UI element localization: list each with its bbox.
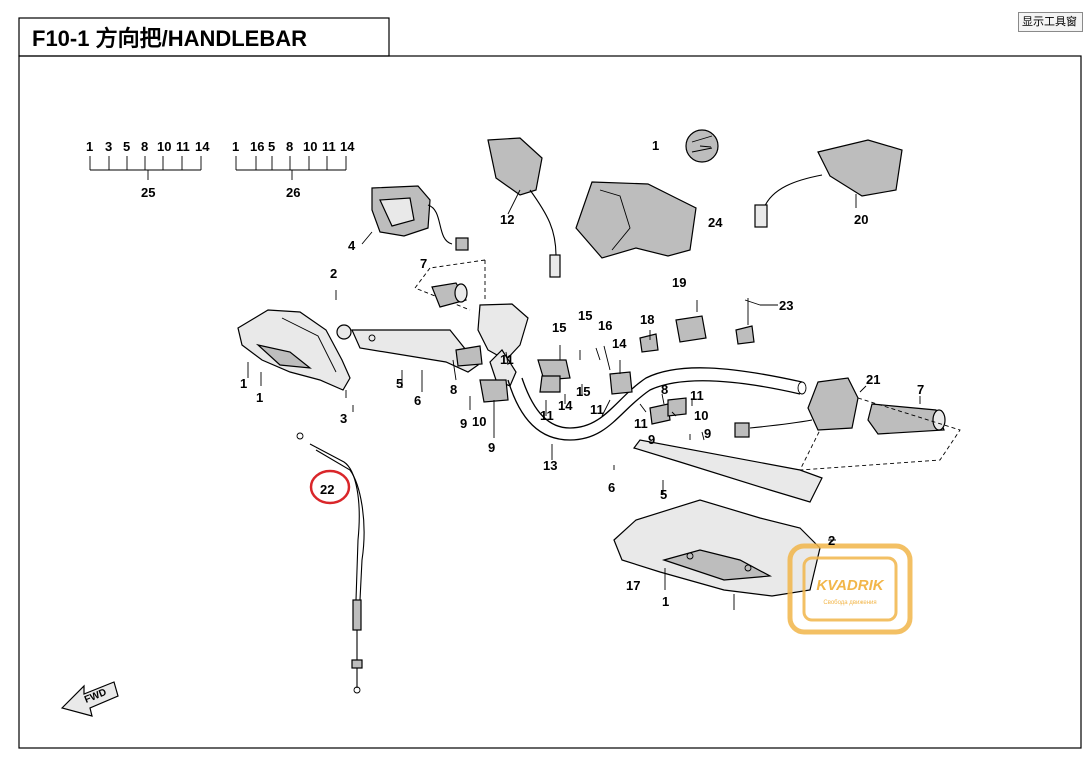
right-handguard [613, 499, 821, 597]
group-26-item: 14 [340, 139, 355, 154]
callout: 1 [662, 594, 669, 609]
callout: 1 [240, 376, 247, 391]
handlebar-tube [507, 367, 807, 441]
callout: 11 [590, 402, 604, 417]
throttle-cable [296, 432, 365, 694]
group-25-label: 25 [141, 185, 155, 200]
group-26-item: 10 [303, 139, 317, 154]
group-25-item: 8 [141, 139, 148, 154]
brake-master-cylinder [371, 185, 469, 251]
callout: 14 [612, 336, 627, 351]
callout: 8 [450, 382, 457, 397]
callout: 11 [690, 388, 704, 403]
watermark-brand: KVADRIK [816, 577, 884, 594]
group-26-label: 26 [286, 185, 300, 200]
callout: 16 [598, 318, 612, 333]
callout: 11 [540, 408, 554, 423]
callout: 6 [608, 480, 615, 495]
callout: 7 [917, 382, 924, 397]
diagram-title: F10-1 方向把/HANDLEBAR [32, 26, 307, 51]
callout: 19 [672, 275, 686, 290]
callout: 15 [578, 308, 592, 323]
group-26-item: 1 [232, 139, 239, 154]
callout: 12 [500, 212, 514, 227]
left-grip [431, 282, 468, 308]
group-26-item: 5 [268, 139, 275, 154]
callout: 1 [256, 390, 263, 405]
callout: 10 [694, 408, 708, 423]
right-grip [799, 397, 961, 471]
callout: 9 [648, 432, 655, 447]
callout: 3 [340, 411, 347, 426]
group-25-item: 3 [105, 139, 112, 154]
show-toolbar-tooltip[interactable]: 显示工具窗 [1018, 12, 1083, 32]
group-25-item: 14 [195, 139, 210, 154]
leader-lines [247, 145, 921, 610]
callout-labels: 1 1 2 2 3 4 5 5 6 6 7 7 8 8 9 9 9 9 10 1… [240, 138, 924, 609]
callout: 5 [660, 487, 667, 502]
callout: 6 [414, 393, 421, 408]
callout: 9 [704, 426, 711, 441]
callout: 21 [866, 372, 880, 387]
right-switch [734, 377, 859, 438]
callout: 5 [396, 376, 403, 391]
fwd-arrow: FWD [60, 681, 119, 717]
callout: 14 [558, 398, 573, 413]
right-bracket [633, 439, 823, 503]
callout: 18 [640, 312, 654, 327]
callout: 9 [488, 440, 495, 455]
highlight-circle [309, 469, 351, 505]
callout: 23 [779, 298, 793, 313]
callout: 10 [472, 414, 486, 429]
callout: 15 [576, 384, 590, 399]
group-25-item: 5 [123, 139, 130, 154]
callout: 20 [854, 212, 868, 227]
callout: 1 [652, 138, 659, 153]
callout: 17 [626, 578, 640, 593]
callout: 11 [500, 352, 514, 367]
handlebar-cover [575, 181, 697, 259]
group-25-item: 10 [157, 139, 171, 154]
diagram-border [18, 55, 1082, 749]
callout: 24 [708, 215, 723, 230]
callout: 13 [543, 458, 557, 473]
callout: 22 [320, 482, 334, 497]
title-box [18, 17, 390, 57]
group-25-item: 11 [176, 139, 190, 154]
callout: 11 [634, 416, 648, 431]
watermark-logo [787, 543, 913, 635]
right-mirror [754, 139, 903, 228]
clamp-parts [455, 315, 755, 425]
group-26-item: 8 [286, 139, 293, 154]
group-25: 1 3 5 8 10 11 14 25 [86, 139, 210, 200]
callout: 2 [330, 266, 337, 281]
watermark-slogan: Свобода движения [823, 600, 876, 606]
callout: 15 [552, 320, 566, 335]
group-26-item: 11 [322, 139, 336, 154]
group-26: 1 16 5 8 10 11 14 26 [232, 139, 355, 200]
callout: 7 [420, 256, 427, 271]
group-25-item: 1 [86, 139, 93, 154]
left-handguard [237, 309, 352, 391]
group-26-item: 16 [250, 139, 264, 154]
callout: 9 [460, 416, 467, 431]
callout: 2 [828, 533, 835, 548]
callout: 8 [661, 382, 668, 397]
callout: 4 [348, 238, 356, 253]
left-mirror [487, 137, 561, 278]
